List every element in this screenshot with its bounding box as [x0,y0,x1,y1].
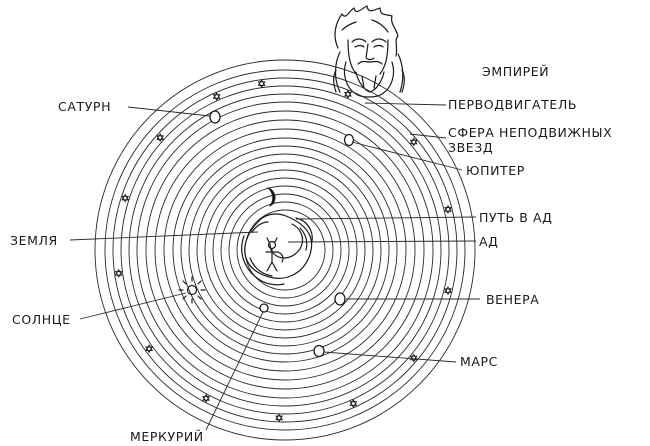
leader-mercury [205,311,264,431]
label-fixed-stars-line1: СФЕРА НЕПОДВИЖНЫХ [448,125,612,140]
leader-lines [69,102,480,431]
earth-hell-center [241,213,313,286]
six-pointed-star-icon [121,193,130,203]
sphere-ring-9 [180,145,390,355]
leader-sun [79,292,187,320]
six-pointed-star-icon [444,286,452,296]
label-venus: ВЕНЕРА [486,292,539,307]
sphere-ring-18 [104,69,466,431]
crescent-moon-icon [266,187,276,208]
leader-mars [323,351,457,363]
sphere-ring-3 [228,193,342,307]
label-hell: АД [479,234,499,249]
label-path-to-hell: ПУТЬ В АД [479,210,552,225]
leader-jupiter [351,141,463,171]
deity-head-icon [333,5,405,98]
label-mars: МАРС [460,354,498,369]
fixed-stars [114,79,452,423]
mars-planet [313,344,325,358]
sphere-ring-19 [94,59,476,441]
sphere-ring-16 [120,85,450,415]
six-pointed-star-icon [202,393,211,403]
sphere-ring-13 [145,110,425,390]
sphere-ring-14 [136,101,434,399]
label-saturn: САТУРН [58,99,111,114]
sphere-ring-2 [236,201,334,299]
jupiter-planet [343,133,355,147]
leader-fixed-stars [409,133,447,139]
six-pointed-star-icon [257,79,266,89]
venus-planet [334,292,346,306]
sphere-ring-7 [196,161,374,339]
mercury-planet [259,303,269,313]
sphere-ring-8 [188,153,382,347]
sphere-ring-10 [172,137,398,363]
sphere-ring-5 [212,177,358,323]
six-pointed-star-icon [145,344,153,354]
sphere-ring-15 [128,93,442,407]
label-earth: ЗЕМЛЯ [10,233,58,248]
six-pointed-star-icon [409,353,418,363]
leader-saturn [127,106,211,117]
leader-path-to-hell [295,216,477,220]
six-pointed-star-icon [344,89,352,99]
leader-earth [69,231,259,241]
sphere-ring-11 [163,128,407,372]
leader-hell [287,240,477,243]
six-pointed-star-icon [409,137,418,147]
sphere-ring-17 [112,77,458,423]
label-jupiter: ЮПИТЕР [466,163,525,178]
six-pointed-star-icon [275,413,284,423]
label-empyrean: ЭМПИРЕЙ [482,64,549,79]
celestial-spheres [94,59,476,441]
sun-icon [178,276,206,304]
six-pointed-star-icon [114,268,123,278]
six-pointed-star-icon [156,133,165,143]
sphere-ring-6 [204,169,366,331]
leader-prime-mover [364,102,447,106]
label-sun: СОЛНЦЕ [12,312,71,327]
sphere-ring-4 [220,185,350,315]
label-fixed-stars-line2: ЗВЕЗД [448,140,493,155]
six-pointed-star-icon [444,204,452,214]
saturn-planet [209,110,221,124]
six-pointed-star-icon [349,398,358,408]
label-prime-mover: ПЕРВОДВИГАТЕЛЬ [448,97,577,112]
devil-figure-icon [265,237,284,272]
label-mercury: МЕРКУРИЙ [130,429,204,444]
six-pointed-star-icon [212,92,221,102]
sphere-ring-12 [154,119,416,381]
